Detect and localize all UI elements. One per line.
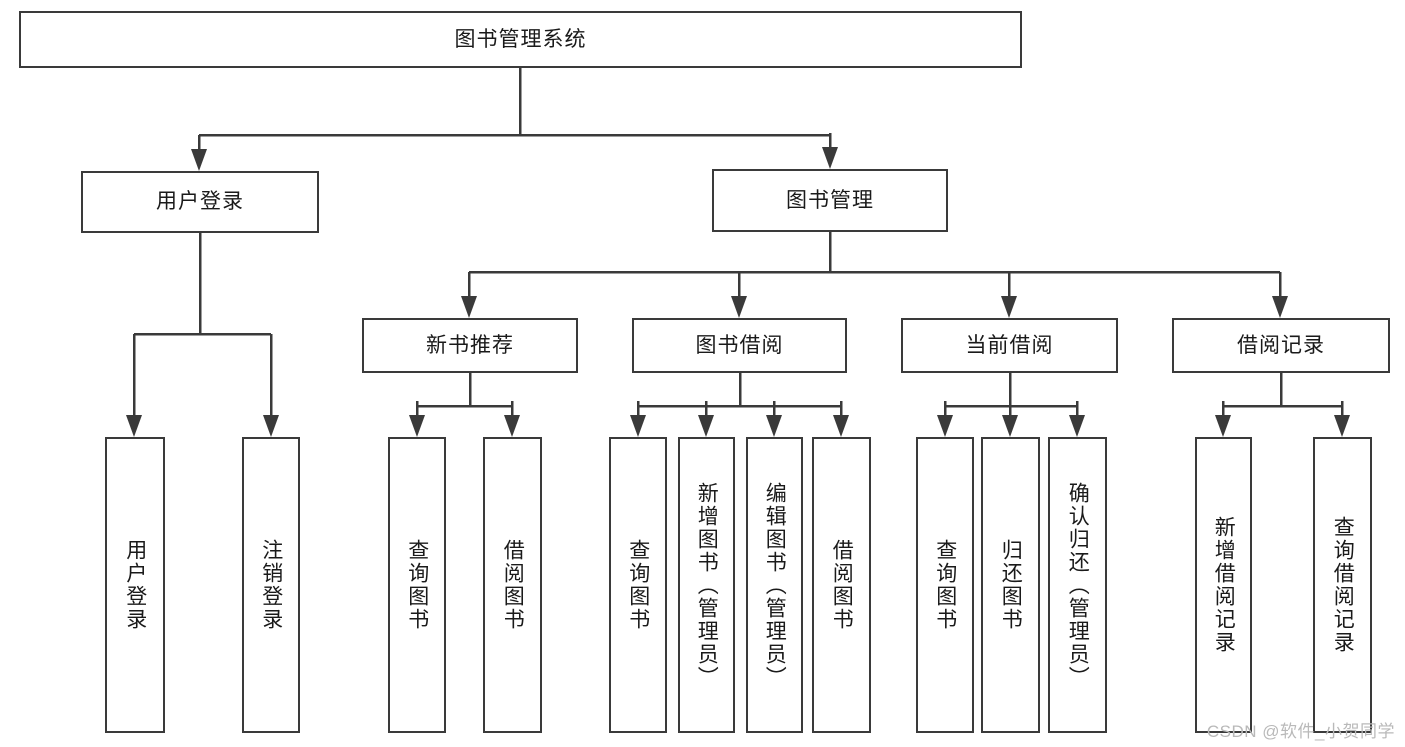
node-label: 查询图书	[626, 539, 650, 631]
node-label: 新增图书（管理员）	[695, 481, 719, 689]
node-new-book-recommend[interactable]: 新书推荐	[362, 318, 578, 373]
node-label: 借阅图书	[501, 539, 525, 631]
node-label: 确认归还（管理员）	[1066, 481, 1090, 689]
leaf-record-query-borrow-record[interactable]: 查询借阅记录	[1313, 437, 1372, 733]
node-label: 图书管理系统	[454, 27, 587, 51]
node-label: 借阅记录	[1237, 333, 1325, 357]
leaf-current-return-book[interactable]: 归还图书	[981, 437, 1040, 733]
node-label: 新书推荐	[426, 333, 514, 357]
node-current-borrow[interactable]: 当前借阅	[901, 318, 1118, 373]
node-label: 图书管理	[786, 188, 874, 212]
node-book-management-module[interactable]: 图书管理	[712, 169, 948, 232]
csdn-watermark: CSDN @软件_小贺同学	[1206, 722, 1395, 741]
node-user-login-module[interactable]: 用户登录	[81, 171, 319, 233]
node-label: 图书借阅	[695, 333, 784, 357]
leaf-user-logout[interactable]: 注销登录	[242, 437, 300, 733]
node-label: 新增借阅记录	[1212, 516, 1236, 654]
node-label: 编辑图书（管理员）	[763, 481, 787, 689]
leaf-borrow-borrow-book[interactable]: 借阅图书	[812, 437, 871, 733]
node-label: 归还图书	[999, 539, 1023, 631]
node-label: 用户登录	[123, 539, 147, 631]
node-book-borrow[interactable]: 图书借阅	[632, 318, 847, 373]
node-label: 用户登录	[156, 190, 244, 214]
leaf-record-add-borrow-record[interactable]: 新增借阅记录	[1195, 437, 1252, 733]
node-root-system[interactable]: 图书管理系统	[19, 11, 1022, 68]
leaf-newbook-borrow-book[interactable]: 借阅图书	[483, 437, 542, 733]
leaf-current-confirm-return-admin[interactable]: 确认归还（管理员）	[1048, 437, 1107, 733]
node-label: 查询图书	[933, 539, 957, 631]
leaf-borrow-edit-book-admin[interactable]: 编辑图书（管理员）	[746, 437, 803, 733]
leaf-borrow-add-book-admin[interactable]: 新增图书（管理员）	[678, 437, 735, 733]
leaf-user-login[interactable]: 用户登录	[105, 437, 165, 733]
leaf-current-query-book[interactable]: 查询图书	[916, 437, 974, 733]
node-label: 查询图书	[405, 539, 429, 631]
node-label: 注销登录	[259, 539, 283, 631]
node-borrow-record[interactable]: 借阅记录	[1172, 318, 1390, 373]
node-label: 当前借阅	[965, 333, 1054, 357]
leaf-newbook-query-book[interactable]: 查询图书	[388, 437, 446, 733]
node-label: 查询借阅记录	[1331, 516, 1355, 654]
node-label: 借阅图书	[830, 539, 854, 631]
leaf-borrow-query-book[interactable]: 查询图书	[609, 437, 667, 733]
